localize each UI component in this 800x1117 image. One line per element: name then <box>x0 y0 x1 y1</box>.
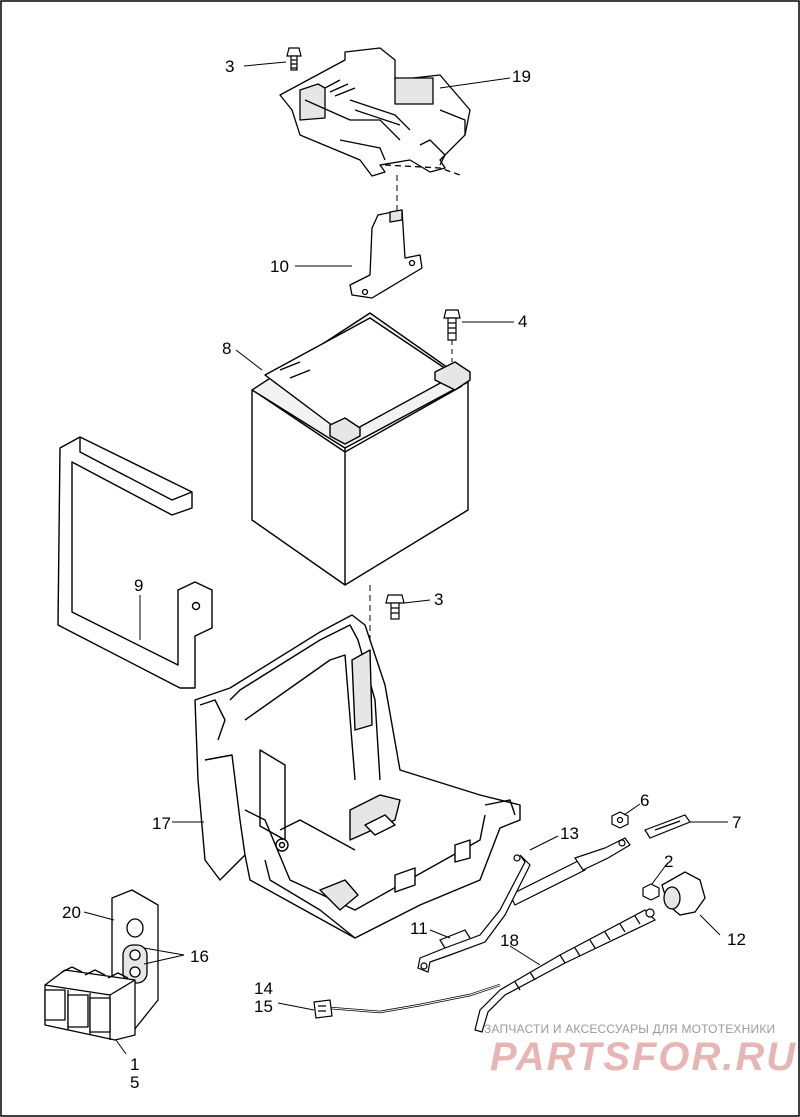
part-14-15-harness <box>313 983 501 1019</box>
part-9-strap <box>57 436 213 689</box>
callout-20: 20 <box>62 903 81 922</box>
part-12-terminal-boot <box>661 871 706 916</box>
callout-17: 17 <box>152 814 171 833</box>
watermark-caption: ЗАПЧАСТИ И АКСЕССУАРЫ ДЛЯ МОТОТЕХНИКИ <box>484 1022 776 1036</box>
callout-5: 5 <box>130 1073 140 1092</box>
part-18-cable <box>474 908 657 1033</box>
callout-11: 11 <box>410 919 428 938</box>
leader-lines <box>83 61 728 1055</box>
callout-8: 8 <box>222 339 232 358</box>
callout-7: 7 <box>732 813 742 832</box>
part-13-cable <box>509 837 631 906</box>
callout-18: 18 <box>500 931 519 950</box>
callout-3-mid: 3 <box>434 590 444 609</box>
callout-14: 14 <box>254 979 273 998</box>
part-1-5-relays <box>44 966 136 1041</box>
screw-3-top-icon <box>286 47 302 71</box>
screw-4-icon <box>443 309 461 341</box>
part-11-cable <box>417 854 531 973</box>
callout-4: 4 <box>518 312 528 331</box>
callout-1: 1 <box>130 1055 140 1074</box>
part-6-nut-icon <box>611 811 629 829</box>
callout-3-top: 3 <box>225 57 235 76</box>
part-19-caddy <box>279 47 471 177</box>
callout-10: 10 <box>270 257 289 276</box>
part-8-battery <box>251 312 471 586</box>
callout-13: 13 <box>560 824 579 843</box>
callout-15: 15 <box>254 997 273 1016</box>
callout-12: 12 <box>727 930 746 949</box>
callout-19: 19 <box>512 67 531 86</box>
callout-2: 2 <box>664 852 674 871</box>
part-2-nut-icon <box>642 883 660 901</box>
callout-6: 6 <box>640 791 650 810</box>
callout-9: 9 <box>134 576 144 595</box>
part-10-bracket <box>349 209 423 299</box>
watermark-logo: PARTSFOR.RU <box>490 1035 798 1079</box>
part-17-tray <box>194 614 521 939</box>
callout-16: 16 <box>190 947 209 966</box>
